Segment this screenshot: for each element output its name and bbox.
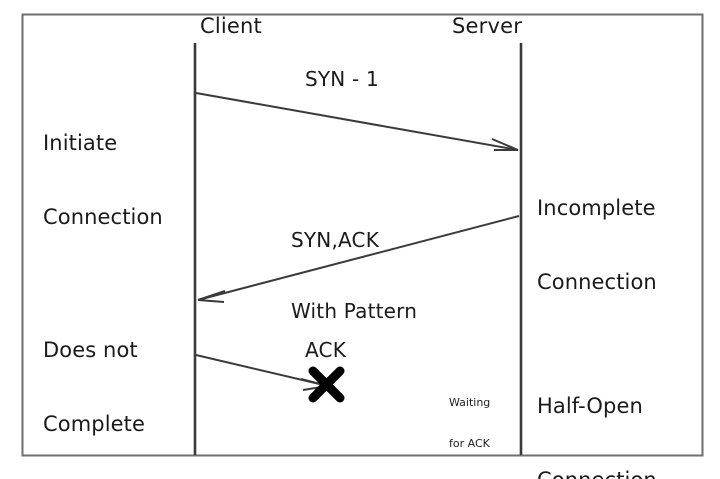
note-initiate-connection-line-1: Initiate — [43, 130, 118, 155]
note-does-not-complete-connection: Does not Complete Connection — [43, 288, 163, 479]
note-half-open-connection: Half-Open Connection — [537, 344, 657, 479]
note-half-open-connection-line-1: Half-Open — [537, 393, 643, 418]
message-label-syn-ack: SYN,ACK With Pattern — [291, 182, 417, 371]
note-waiting-for-ack-line-2: for ACK — [449, 436, 490, 450]
actor-label-client: Client — [200, 14, 262, 38]
note-incomplete-connection: Incomplete Connection — [537, 146, 657, 344]
note-half-open-connection-line-2: Connection — [537, 468, 657, 479]
note-does-not-complete-line-2: Complete — [43, 411, 146, 436]
diagram-frame — [21, 13, 704, 457]
actor-label-server: Server — [452, 14, 523, 38]
note-initiate-connection-line-2: Connection — [43, 204, 163, 229]
message-label-ack: ACK — [305, 338, 347, 362]
message-label-syn-ack-line-1: SYN,ACK — [291, 228, 380, 253]
message-arrow-syn-1 — [195, 92, 519, 151]
message-arrow-syn-ack — [197, 215, 520, 303]
note-initiate-connection: Initiate Connection — [43, 81, 163, 279]
note-waiting-for-ack: Waiting for ACK — [449, 368, 490, 478]
message-label-syn-1: SYN - 1 — [305, 67, 379, 91]
note-incomplete-connection-line-2: Connection — [537, 269, 657, 294]
note-does-not-complete-line-1: Does not — [43, 337, 138, 362]
x-mark-icon — [308, 366, 345, 403]
note-waiting-for-ack-line-1: Waiting — [449, 395, 491, 409]
message-label-syn-ack-line-2: With Pattern — [291, 298, 418, 323]
note-incomplete-connection-line-1: Incomplete — [537, 195, 656, 220]
